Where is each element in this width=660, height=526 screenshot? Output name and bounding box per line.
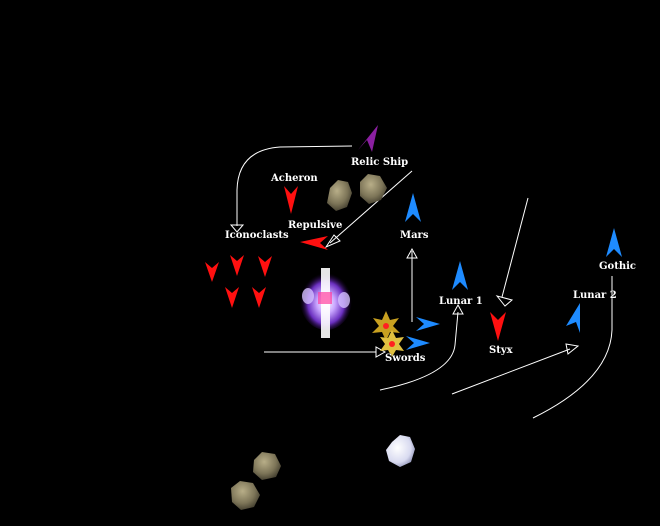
- lunar2-ship-icon: [566, 303, 580, 333]
- label-acheron: Acheron: [271, 173, 318, 184]
- relic-ship-icon: [358, 125, 378, 152]
- path-relic-to-iconoclasts: [236, 145, 353, 226]
- path-relic-to-repulsive: [329, 170, 413, 244]
- asteroid-field-bottom: [231, 452, 281, 510]
- path-to-lunar2: [451, 348, 571, 395]
- asteroid-icon: [360, 174, 387, 204]
- path-arrowhead: [406, 247, 418, 259]
- path-arrowhead: [452, 303, 464, 315]
- label-mars: Mars: [400, 230, 429, 241]
- path-to-styx: [501, 197, 529, 298]
- label-gothic: Gothic: [599, 261, 636, 272]
- swords-ship-icon: [416, 317, 440, 331]
- label-lunar1: Lunar 1: [439, 296, 483, 307]
- iconoclast-ship-icon: [230, 255, 244, 276]
- planet-icon: [386, 435, 415, 467]
- asteroid-icon: [327, 180, 352, 211]
- path-to-lunar1: [379, 311, 459, 391]
- path-gothic: [532, 276, 613, 419]
- label-repulsive: Repulsive: [288, 220, 343, 231]
- path-arrowhead: [375, 346, 387, 358]
- iconoclast-ship-icon: [258, 256, 272, 277]
- asteroid-icon: [253, 452, 281, 480]
- iconoclast-ship-icon: [225, 287, 239, 308]
- path-arrowhead: [229, 224, 245, 233]
- label-relic-ship: Relic Ship: [351, 157, 409, 168]
- label-styx: Styx: [489, 345, 513, 356]
- lunar1-ship-icon: [452, 261, 468, 290]
- label-lunar2: Lunar 2: [573, 290, 617, 301]
- asteroid-field-top: [327, 174, 387, 211]
- iconoclast-ship-icon: [205, 262, 219, 282]
- acheron-ship-icon: [284, 186, 298, 214]
- label-iconoclasts: Iconoclasts: [225, 230, 289, 241]
- path-arrowhead: [495, 295, 514, 307]
- asteroid-icon: [231, 481, 260, 510]
- repulsive-ship-icon: [300, 236, 328, 250]
- styx-ship-icon: [490, 312, 506, 341]
- label-swords: Swords: [385, 353, 426, 364]
- path-arrowhead: [565, 343, 580, 355]
- iconoclast-ship-icon: [252, 287, 266, 308]
- gothic-ship-icon: [606, 228, 622, 257]
- mars-ship-icon: [405, 193, 421, 222]
- swords-ship-icon: [406, 336, 430, 350]
- path-arrowhead: [324, 234, 341, 249]
- blast-marker-icon: [372, 311, 404, 357]
- warp-rift-icon: [300, 268, 352, 338]
